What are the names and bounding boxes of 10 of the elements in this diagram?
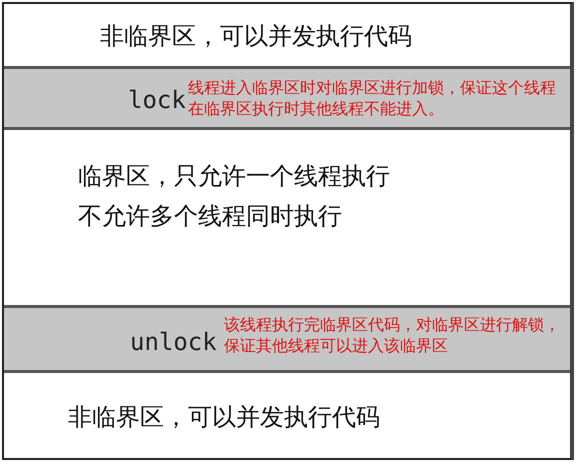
code-keyword: unlock <box>130 328 217 356</box>
section-text: 非临界区，可以并发执行代码 <box>100 21 412 52</box>
section-text: 不允许多个线程同时执行 <box>78 201 342 232</box>
section-text: 非临界区，可以并发执行代码 <box>68 402 380 433</box>
code-keyword: lock <box>128 86 186 114</box>
lock-band <box>4 305 570 373</box>
annotation-note: 线程进入临界区时对临界区进行加锁，保证这个线程在临界区执行时其他线程不能进入。 <box>188 77 557 119</box>
lock-band <box>4 66 570 130</box>
section-text: 临界区，只允许一个线程执行 <box>78 161 390 192</box>
annotation-note: 该线程执行完临界区代码，对临界区进行解锁，保证其他线程可以进入该临界区 <box>224 314 561 356</box>
